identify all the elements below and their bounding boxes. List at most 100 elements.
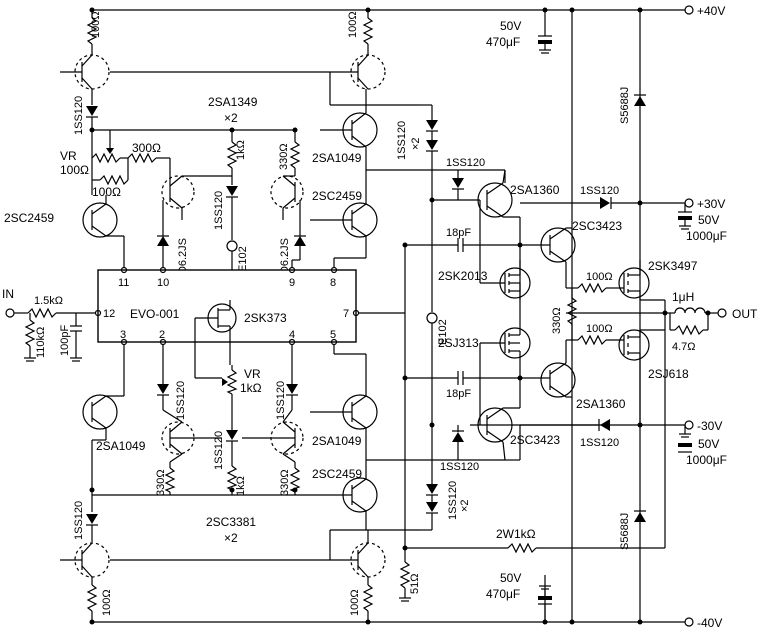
label-x2-top: ×2 bbox=[224, 111, 238, 125]
transistor-2sa1349-left bbox=[60, 52, 110, 105]
resistor-100-top-left bbox=[86, 10, 98, 52]
mosfet-2sj313 bbox=[479, 326, 531, 425]
transistor-2sa1049-bot-left bbox=[82, 344, 125, 512]
diode-1ss120-x2-bot bbox=[426, 480, 438, 530]
diode-1ss120-3 bbox=[452, 170, 464, 200]
cap-1000-n30 bbox=[678, 425, 692, 453]
mosfet-2sk3497 bbox=[615, 260, 666, 330]
label-r-4-7: 4.7Ω bbox=[672, 341, 696, 353]
zener-rd62js-right bbox=[291, 200, 306, 268]
label-cap-50v-top: 50V bbox=[500, 19, 521, 33]
label-r-2w1k: 2W1kΩ bbox=[496, 527, 536, 541]
label-c-100pf: 100pF bbox=[59, 325, 71, 356]
label-d-1ss120-b1: 1SS120 bbox=[175, 381, 187, 420]
label-d-1ss120-x2-top: 1SS120 bbox=[396, 121, 408, 160]
label-r-1k-bot: 1kΩ bbox=[235, 476, 247, 496]
ic-pin5: 5 bbox=[330, 329, 336, 341]
label-vr-top-val: 100Ω bbox=[60, 163, 89, 177]
cap-470-bot bbox=[538, 585, 552, 622]
label-e102-top: E102 bbox=[237, 246, 249, 272]
label-d-1ss120-tl: 1SS120 bbox=[73, 96, 85, 135]
label-s5688j-top: S5688J bbox=[619, 87, 631, 124]
transistor-2sc3381-right bbox=[110, 530, 386, 585]
diode-1ss120-bl bbox=[86, 514, 98, 542]
output-terminal bbox=[717, 308, 727, 318]
label-q-2sj618: 2SJ618 bbox=[648, 367, 689, 381]
label-q-2sj313: 2SJ313 bbox=[438, 336, 479, 350]
resistor-4-7 bbox=[669, 313, 709, 336]
resistor-330-bl bbox=[164, 462, 176, 495]
rail-label-neg40: -40V bbox=[697, 616, 722, 630]
junction-dots bbox=[89, 7, 711, 625]
rail-label-pos40: +40V bbox=[697, 4, 725, 18]
diode-1ss120-b4 bbox=[520, 419, 610, 431]
zener-rd62js-left bbox=[157, 200, 169, 268]
transistor-2sa1349-right bbox=[110, 52, 386, 90]
resistor-110k bbox=[24, 313, 36, 362]
label-q-2sa1049-br: 2SA1049 bbox=[312, 434, 362, 448]
misc-wires bbox=[420, 104, 665, 531]
diode-1ss120-b3 bbox=[286, 344, 298, 410]
diode-1ss120-b5 bbox=[452, 425, 464, 460]
transistor-2sc2459-left bbox=[82, 195, 125, 268]
ic-name: EVO-001 bbox=[130, 307, 180, 321]
label-r-1-5k: 1.5kΩ bbox=[34, 295, 63, 307]
label-input: IN bbox=[2, 287, 14, 301]
label-q-2sc3381: 2SC3381 bbox=[206, 515, 256, 529]
transistor-2sc3423-top bbox=[540, 227, 578, 289]
label-cap-1000-n30: 1000μF bbox=[686, 453, 727, 467]
label-d-1ss120-mid-top: 1SS120 bbox=[213, 191, 225, 230]
mosfet-2sj618 bbox=[618, 329, 665, 365]
transistor-npn-lower-mid-left bbox=[161, 409, 222, 463]
transistor-2sc3423-bot bbox=[477, 378, 521, 461]
ic-pin9: 9 bbox=[289, 277, 295, 289]
resistor-1k-bot bbox=[226, 462, 238, 495]
label-q-2sc2459-left: 2SC2459 bbox=[4, 211, 54, 225]
label-cap-50v-p30: 50V bbox=[698, 213, 719, 227]
label-r-330-mid: 330Ω bbox=[551, 307, 563, 334]
label-e102-mid: E102 bbox=[437, 319, 449, 345]
label-x2-bot: ×2 bbox=[224, 531, 238, 545]
ic-pin12: 12 bbox=[103, 308, 115, 320]
cap-18pf-top bbox=[404, 238, 545, 548]
ic-pin3: 3 bbox=[120, 329, 126, 341]
resistor-300 bbox=[127, 152, 170, 164]
rail-label-pos30: +30V bbox=[697, 197, 725, 211]
label-q-2sk2013: 2SK2013 bbox=[438, 269, 488, 283]
diode-s5688j-top bbox=[634, 94, 646, 106]
label-q-2sc2459-top: 2SC2459 bbox=[312, 189, 362, 203]
transistor-2sa1049-top bbox=[320, 89, 378, 170]
label-ind-1uh: 1μH bbox=[672, 290, 694, 304]
label-s5688j-bot: S5688J bbox=[619, 513, 631, 550]
jfet-2sk373 bbox=[194, 300, 237, 379]
input-terminal bbox=[5, 308, 28, 318]
label-q-2sc3423-top: 2SC3423 bbox=[572, 219, 622, 233]
ic-pin7: 7 bbox=[343, 308, 349, 320]
vr-1k bbox=[222, 365, 238, 430]
diode-1ss120-x2-top bbox=[426, 105, 438, 312]
label-x2-d-bot: ×2 bbox=[459, 499, 471, 512]
mosfet-2sk2013 bbox=[479, 200, 531, 300]
label-d-1ss120-4: 1SS120 bbox=[580, 185, 619, 197]
resistor-1-5k bbox=[27, 307, 96, 319]
label-d-1ss120-b4: 1SS120 bbox=[580, 437, 619, 449]
ic-pin11: 11 bbox=[118, 277, 129, 289]
label-cap-18pf-top: 18pF bbox=[446, 227, 471, 239]
transistor-2sc2459-top bbox=[310, 170, 378, 268]
cap-18pf-bot bbox=[405, 371, 545, 385]
label-r-51: 51Ω bbox=[409, 574, 421, 594]
label-d-1ss120-bl: 1SS120 bbox=[73, 501, 85, 540]
resistor-2w1k bbox=[405, 330, 666, 554]
label-r-100-tl: 100Ω bbox=[90, 11, 102, 38]
resistor-100-bot-right bbox=[362, 584, 374, 622]
label-vr-bot: VR bbox=[244, 367, 261, 381]
transistor-pnp-mid-left bbox=[161, 158, 195, 220]
label-cap-50v-n30: 50V bbox=[698, 437, 719, 451]
label-q-2sa1360-bot: 2SA1360 bbox=[576, 397, 626, 411]
label-d-1ss120-b5: 1SS120 bbox=[440, 461, 479, 473]
label-q-2sa1360-top: 2SA1360 bbox=[510, 183, 560, 197]
label-r-330-br: 330Ω bbox=[279, 469, 291, 496]
e102-mid bbox=[426, 312, 438, 480]
ic-pin8: 8 bbox=[330, 277, 336, 289]
